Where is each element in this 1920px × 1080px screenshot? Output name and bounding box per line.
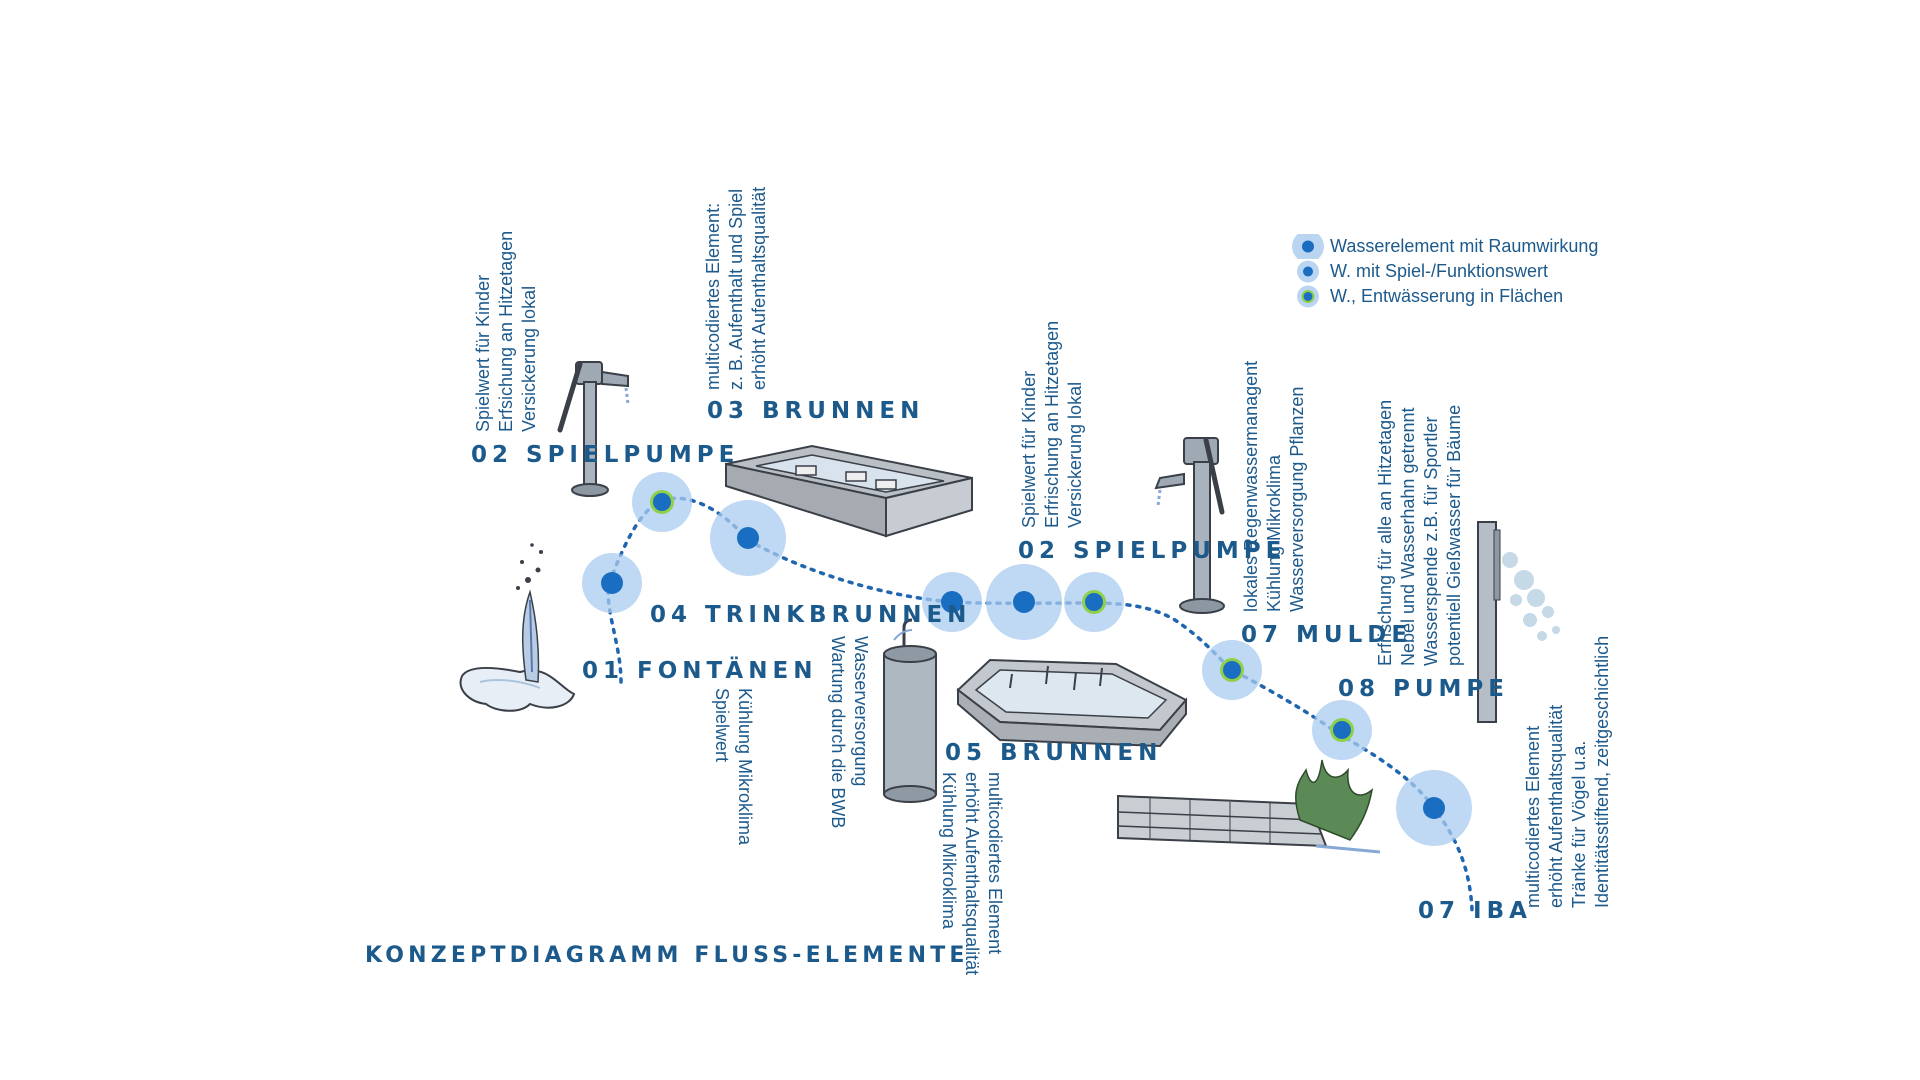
node-brunnen-03	[710, 500, 786, 576]
desc-line: Spielwert	[712, 688, 732, 763]
node-spielpumpe-2	[1064, 572, 1124, 632]
desc-line: Spielwert für Kinder	[1019, 370, 1039, 528]
trinkbrunnen-title: 04 TRINKBRUNNEN	[650, 602, 972, 628]
node-brunnen-05	[986, 564, 1062, 640]
spielpumpe-2-title: 02 SPIELPUMPE	[1018, 538, 1287, 564]
diagram-title: KONZEPTDIAGRAMM FLUSS-ELEMENTE	[365, 943, 969, 968]
spielpumpe-illustration-1	[557, 361, 630, 497]
spielpumpe-1-title: 02 SPIELPUMPE	[471, 442, 740, 468]
desc-line: Identitätsstiftend, zeitgeschichtlich	[1592, 635, 1612, 908]
desc-line: Wasserversorgung Pflanzen	[1287, 386, 1307, 612]
pumpe-desc: Erfrischung für alle an Hitzetagen Nebel…	[1374, 400, 1466, 666]
desc-line: Wasserspende z.B. für Sportler	[1421, 416, 1441, 666]
node-mulde	[1202, 640, 1262, 700]
desc-line: Wartung durch die BWB	[828, 636, 848, 829]
desc-line: erhöht Aufenthaltsqualität	[1546, 704, 1566, 908]
legend-label: W., Entwässerung in Flächen	[1330, 286, 1564, 306]
desc-line: Versickerung lokal	[519, 285, 539, 432]
node-pumpe	[1312, 700, 1372, 760]
desc-line: Kühlung Mikroklima	[1264, 454, 1284, 612]
spielpumpe-illustration-2	[1154, 437, 1225, 614]
small-halo-dot-icon	[1297, 260, 1319, 283]
desc-line: multicodiertes Element	[985, 772, 1005, 955]
mulde-title: 07 MULDE	[1241, 622, 1413, 648]
mulde-desc: lokales Regenwassermanagent Kühlung Mikr…	[1240, 361, 1309, 612]
desc-line: multicodiertes Element:	[703, 202, 723, 390]
desc-line: Nebel und Wasserhahn getrennt	[1398, 407, 1418, 667]
node-iba	[1396, 770, 1472, 846]
desc-line: Kühlung Mikroklima	[735, 688, 755, 846]
desc-line: Erfrischung für alle an Hitzetagen	[1375, 399, 1395, 666]
brunnen-03-title: 03 BRUNNEN	[707, 398, 925, 424]
brunnen-03-desc: multicodiertes Element: z. B. Aufenthalt…	[702, 187, 771, 390]
green-ring-dot-icon	[1297, 285, 1319, 308]
desc-line: Wasserversorgung	[851, 636, 871, 787]
desc-line: potentiell Gießwasser für Bäume	[1444, 404, 1464, 666]
desc-line: erhöht Aufenthaltsqualität	[749, 186, 769, 390]
desc-line: Versickerung lokal	[1065, 381, 1085, 528]
desc-line: Tränke für Vögel u.a.	[1569, 740, 1589, 908]
pumpe-title: 08 PUMPE	[1338, 676, 1510, 702]
fontaenen-desc: Kühlung Mikroklima Spielwert	[710, 688, 756, 845]
large-halo-dot-icon	[1292, 234, 1324, 259]
spielpumpe-1-desc: Spielwert für Kinder Erfsichung an Hitze…	[472, 231, 541, 432]
legend-label: Wasserelement mit Raumwirkung	[1330, 236, 1599, 256]
desc-line: multicodiertes Element	[1523, 725, 1543, 908]
fontaenen-title: 01 FONTÄNEN	[582, 658, 818, 684]
legend-label: W. mit Spiel-/Funktionswert	[1330, 261, 1549, 281]
node-trinkbrunnen	[922, 572, 982, 632]
brunnen-03-illustration	[725, 444, 973, 538]
desc-line: lokales Regenwassermanagent	[1241, 360, 1261, 612]
fountain-illustration	[459, 543, 576, 712]
spielpumpe-2-desc: Spielwert für Kinder Erfrischung an Hitz…	[1018, 321, 1087, 528]
trinkbrunnen-desc: Wasserversorgung Wartung durch die BWB	[826, 636, 872, 828]
mulde-illustration	[1117, 759, 1381, 854]
desc-line: Erfsichung an Hitzetagen	[496, 230, 516, 432]
pumpe-illustration	[1477, 521, 1560, 723]
brunnen-05-title: 05 BRUNNEN	[945, 740, 1163, 766]
iba-desc: multicodiertes Element erhöht Aufenthalt…	[1522, 636, 1614, 908]
node-fontaenen	[582, 553, 642, 613]
brunnen-05-illustration	[956, 658, 1188, 748]
node-spielpumpe-1	[632, 472, 692, 532]
desc-line: Erfrischung an Hitzetagen	[1042, 320, 1062, 528]
trinkbrunnen-illustration	[883, 618, 937, 803]
iba-title: 07 IBA	[1418, 898, 1532, 924]
flow-nodes	[582, 472, 1472, 846]
desc-line: z. B. Aufenthalt und Spiel	[726, 188, 746, 390]
desc-line: Spielwert für Kinder	[473, 274, 493, 432]
